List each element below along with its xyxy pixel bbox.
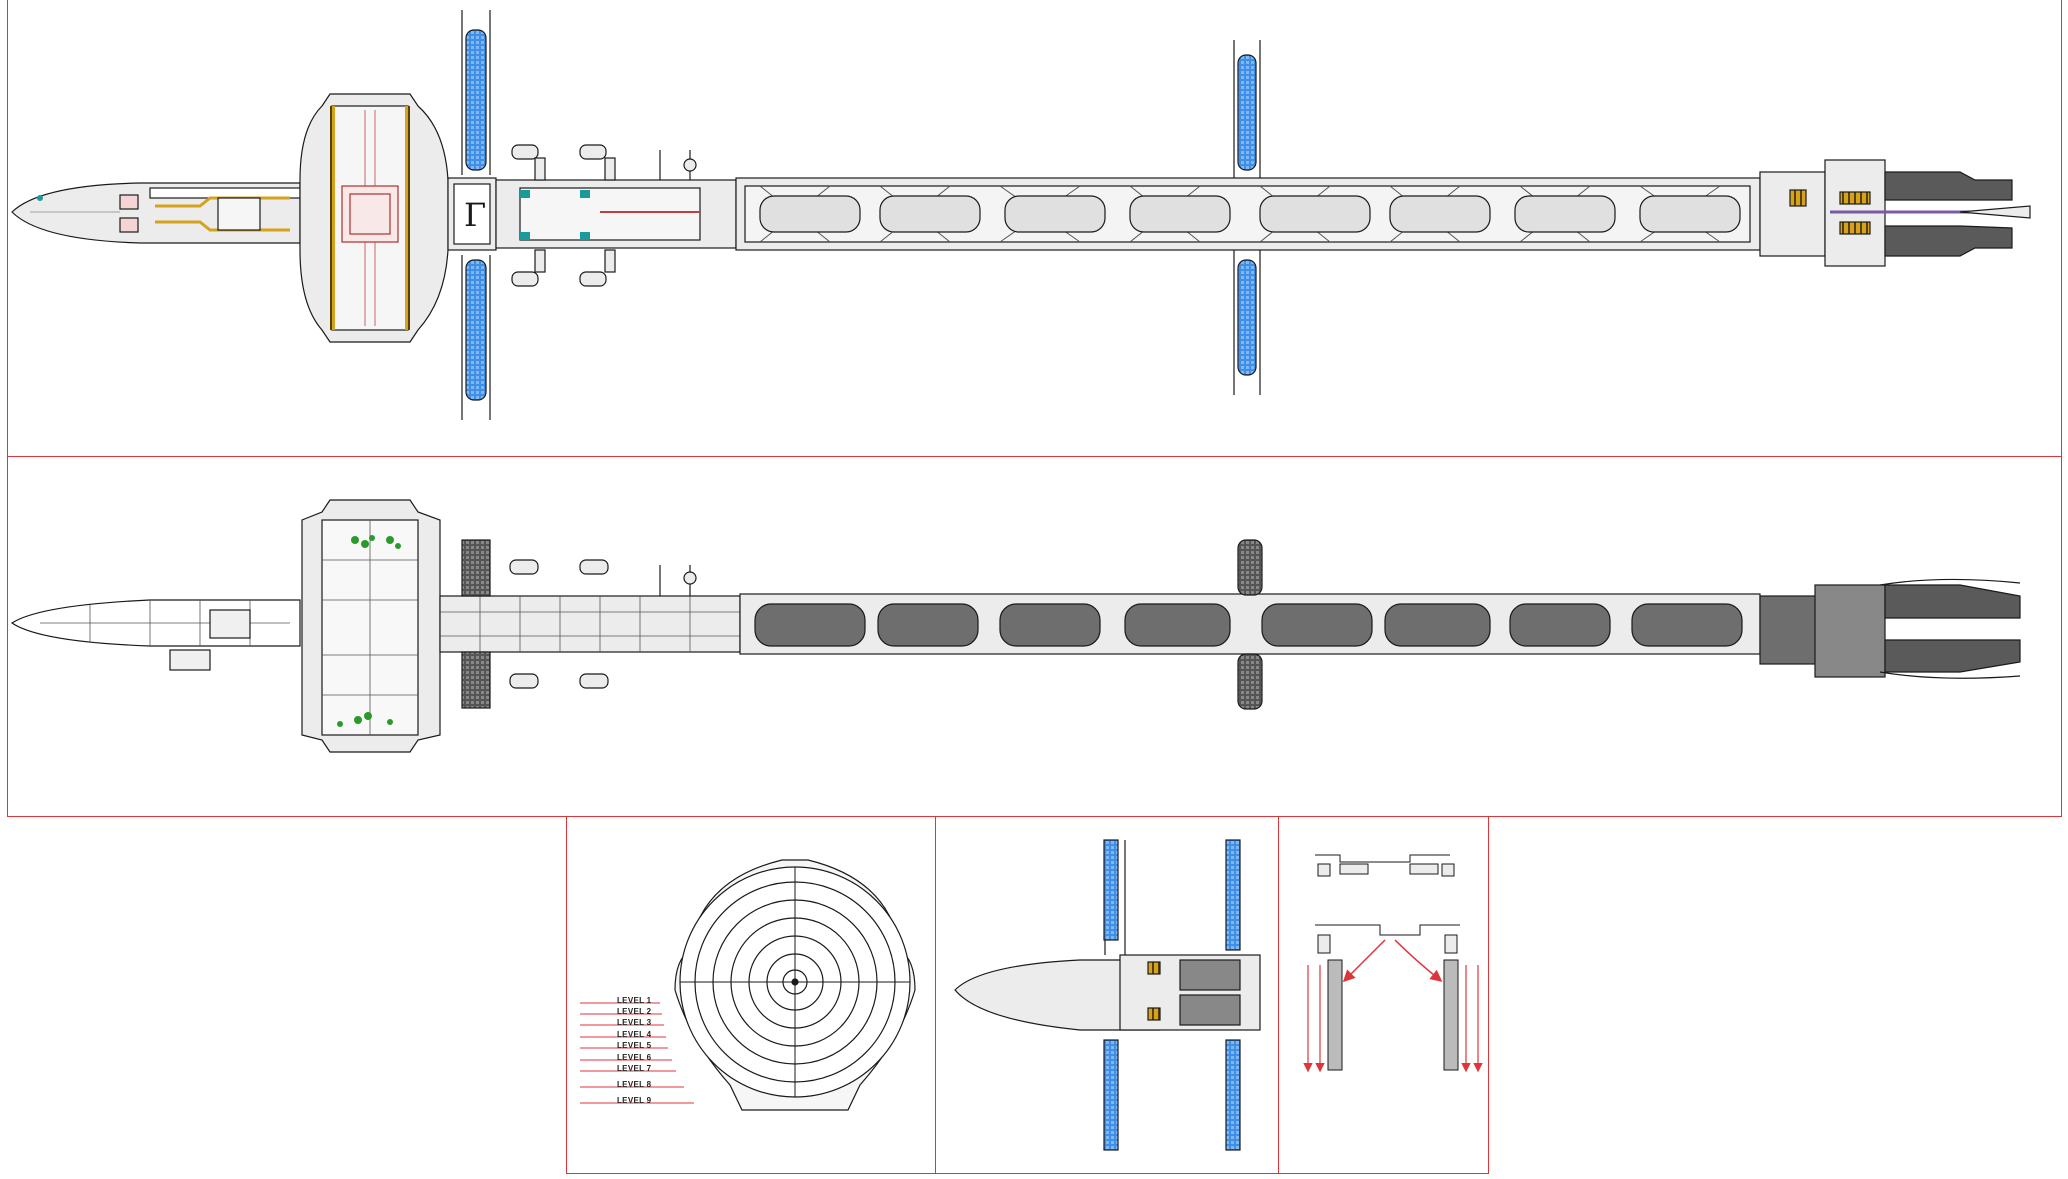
level-label-1: LEVEL 1 xyxy=(617,996,652,1005)
module-solar-panel-4 xyxy=(1225,1039,1241,1151)
habitat-cross-section xyxy=(674,859,916,1111)
panel-deployment-diagram xyxy=(1303,854,1483,1073)
level-label-9: LEVEL 9 xyxy=(617,1096,652,1105)
module-solar-panel-3 xyxy=(1103,1039,1119,1151)
top-engine-block xyxy=(1759,171,1826,257)
module-solar-panel-1 xyxy=(1103,839,1119,941)
top-view-ship xyxy=(11,10,2031,420)
level-leader-lines xyxy=(580,1002,694,1104)
hydroponics-plants xyxy=(337,535,401,727)
forward-solar-panel-bottom xyxy=(465,259,487,401)
deck-plan-ship xyxy=(10,499,2021,753)
aft-solar-panel-bottom xyxy=(1237,259,1257,376)
module-solar-panel-2 xyxy=(1225,839,1241,951)
level-label-4: LEVEL 4 xyxy=(617,1030,652,1039)
level-label-3: LEVEL 3 xyxy=(617,1018,652,1027)
level-label-5: LEVEL 5 xyxy=(617,1041,652,1050)
aft-solar-panel-top xyxy=(1237,54,1257,171)
level-label-2: LEVEL 2 xyxy=(617,1007,652,1016)
level-label-7: LEVEL 7 xyxy=(617,1064,652,1073)
hull-marking-gamma: Γ xyxy=(464,196,486,234)
forward-module-view xyxy=(954,839,1261,1151)
deploy-panel-left xyxy=(1327,959,1343,1071)
level-label-8: LEVEL 8 xyxy=(617,1080,652,1089)
level-label-6: LEVEL 6 xyxy=(617,1053,652,1062)
forward-solar-panel-top xyxy=(465,29,487,171)
deploy-panel-right xyxy=(1443,959,1459,1071)
